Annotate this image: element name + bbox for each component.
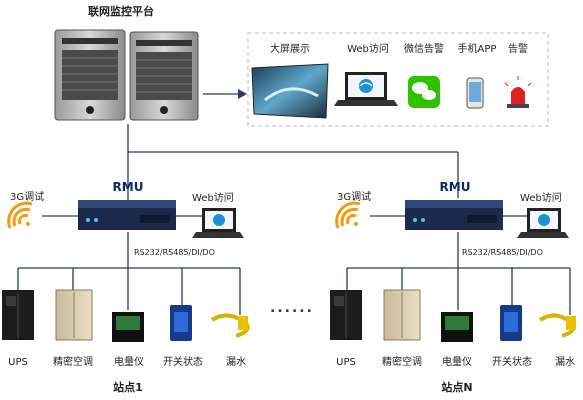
web-access-label: Web访问 bbox=[192, 193, 234, 204]
precision-ac-icon bbox=[55, 289, 93, 341]
device-label-meter: 电量仪 bbox=[442, 357, 472, 368]
device-label-ups: UPS bbox=[336, 357, 356, 368]
power-meter-icon bbox=[441, 312, 473, 342]
ups-cabinet-icon bbox=[330, 290, 362, 340]
switch-sensor-icon bbox=[500, 305, 522, 341]
bus-label: RS232/RS485/DI/DO bbox=[462, 248, 543, 257]
arrow-head-icon bbox=[238, 89, 247, 99]
rmu-label: RMU bbox=[112, 180, 144, 194]
output-label-wechat: 微信告警 bbox=[404, 44, 444, 55]
wifi-signal-icon bbox=[7, 201, 33, 229]
smartphone-icon bbox=[466, 77, 484, 109]
device-label-meter: 电量仪 bbox=[114, 357, 144, 368]
device-label-ac: 精密空调 bbox=[53, 357, 93, 368]
laptop-browser-icon bbox=[192, 208, 244, 238]
web-access-label: Web访问 bbox=[520, 193, 562, 204]
wifi-signal-icon bbox=[335, 201, 361, 229]
wechat-icon bbox=[408, 76, 440, 108]
connection-lines bbox=[17, 93, 571, 315]
test-3g-label: 3G调试 bbox=[337, 192, 372, 203]
rmu-label: RMU bbox=[439, 180, 471, 194]
test-3g-label: 3G调试 bbox=[10, 192, 45, 203]
site-name: 站点1 bbox=[113, 381, 143, 394]
output-label-app: 手机APP bbox=[457, 44, 497, 55]
site-ellipsis: ...... bbox=[270, 300, 314, 316]
device-label-switch: 开关状态 bbox=[163, 357, 203, 368]
switch-sensor-icon bbox=[170, 305, 192, 341]
output-label-large-screen: 大屏展示 bbox=[270, 44, 310, 55]
device-label-switch: 开关状态 bbox=[492, 357, 532, 368]
rmu-device-icon bbox=[405, 200, 503, 230]
alarm-light-icon bbox=[504, 76, 532, 108]
video-wall-screen-icon bbox=[251, 63, 329, 119]
rmu-device-icon bbox=[78, 200, 176, 230]
ups-cabinet-icon bbox=[2, 290, 34, 340]
laptop-browser-icon bbox=[334, 72, 398, 106]
power-meter-icon bbox=[112, 312, 144, 342]
server-tower-icon bbox=[129, 31, 199, 121]
server-tower-icon bbox=[54, 29, 126, 121]
precision-ac-icon bbox=[383, 289, 421, 341]
output-label-web: Web访问 bbox=[347, 44, 389, 55]
device-label-leak: 漏水 bbox=[555, 357, 575, 368]
device-label-ac: 精密空调 bbox=[382, 357, 422, 368]
device-label-leak: 漏水 bbox=[226, 357, 246, 368]
laptop-browser-icon bbox=[517, 208, 569, 238]
platform-title: 联网监控平台 bbox=[88, 5, 154, 18]
device-label-ups: UPS bbox=[8, 357, 28, 368]
output-label-alarm: 告警 bbox=[508, 44, 528, 55]
water-leak-sensor-icon bbox=[210, 313, 250, 338]
bus-label: RS232/RS485/DI/DO bbox=[134, 248, 215, 257]
water-leak-sensor-icon bbox=[538, 313, 576, 338]
site-name: 站点N bbox=[441, 381, 473, 394]
